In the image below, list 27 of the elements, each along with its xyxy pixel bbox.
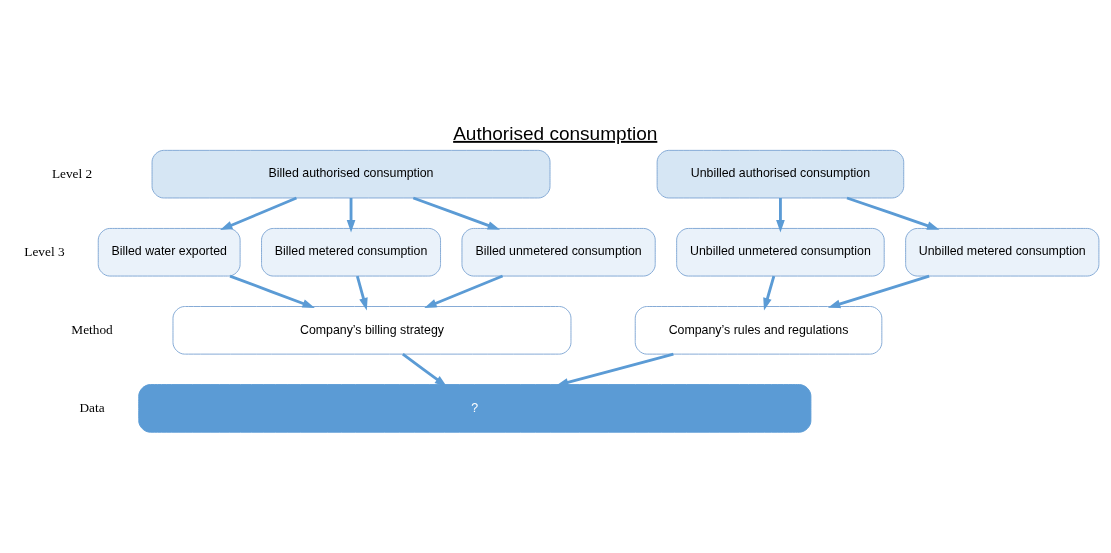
node-box: Billed unmetered consumption — [461, 227, 656, 277]
arrow — [401, 352, 448, 387]
node-box: Billed water exported — [97, 227, 241, 277]
label: Method — [71, 321, 113, 337]
node-box: Billed authorised consumption — [151, 149, 551, 198]
node-box: Unbilled authorised consumption — [656, 149, 905, 198]
arrow — [555, 352, 674, 387]
arrow — [827, 274, 930, 308]
node-box: Unbilled unmetered consumption — [676, 227, 885, 277]
label: Data — [79, 399, 105, 415]
node-box: Billed metered consumption — [261, 227, 441, 277]
node-box: ? — [138, 383, 812, 433]
node-box: Unbilled metered consumption — [905, 227, 1100, 277]
arrow — [229, 274, 315, 308]
arrow — [220, 196, 298, 230]
label: Level 3 — [24, 243, 65, 259]
arrow — [763, 275, 776, 310]
arrow — [846, 196, 940, 230]
arrow — [776, 197, 785, 233]
arrow — [346, 197, 356, 233]
diagram-title: Authorised consumption — [453, 122, 658, 144]
arrow — [424, 274, 504, 308]
label: Level 2 — [51, 165, 93, 181]
arrow — [355, 275, 368, 310]
node-box: Company’s rules and regulations — [634, 305, 883, 355]
arrow — [412, 196, 501, 230]
node-box: Company’s billing strategy — [172, 305, 572, 355]
